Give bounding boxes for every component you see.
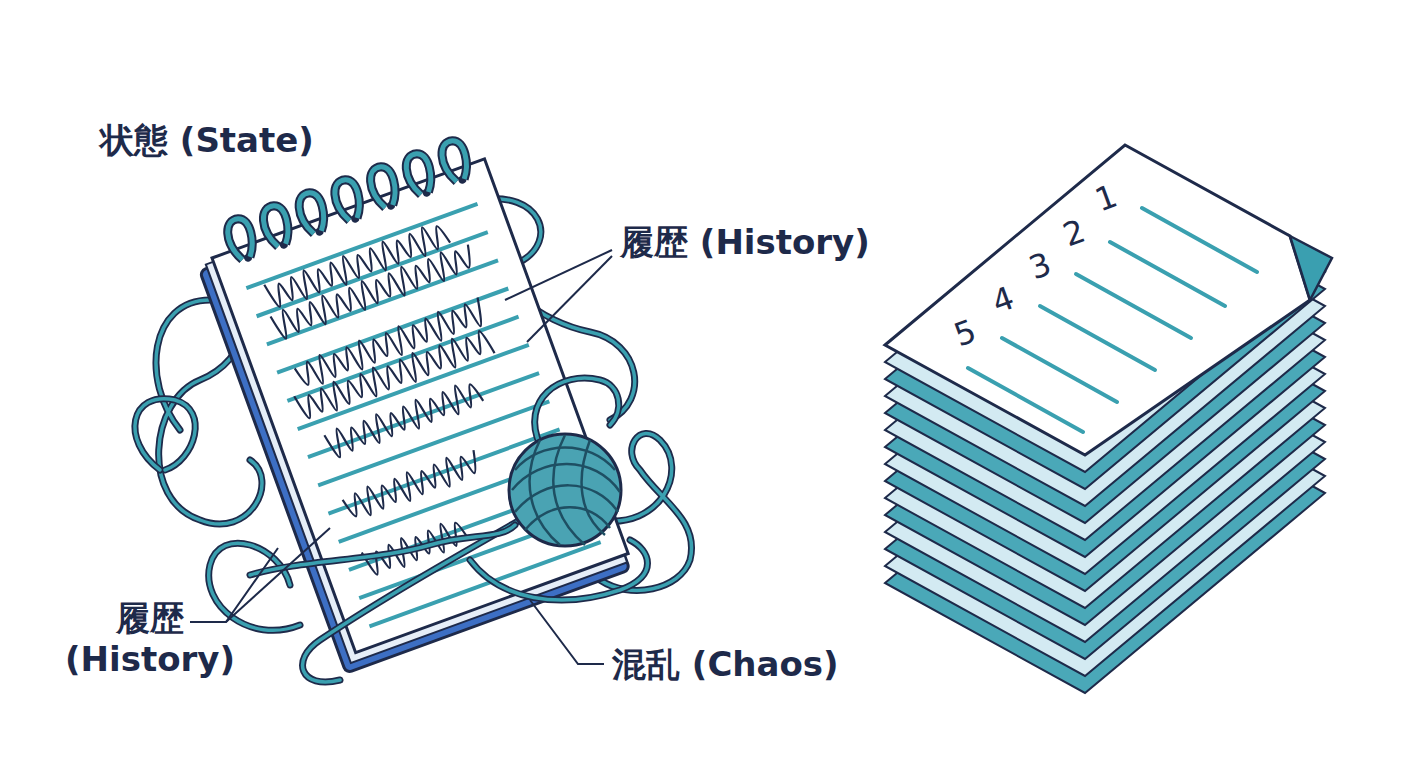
ring	[223, 216, 259, 262]
text-line	[1110, 242, 1225, 306]
text-line	[1142, 208, 1257, 272]
ring	[294, 190, 330, 236]
scribble	[270, 243, 477, 341]
yarn-string	[250, 525, 515, 575]
top-page	[885, 145, 1310, 455]
yarn-string	[470, 540, 648, 600]
ruled-line	[257, 232, 488, 316]
ring	[223, 216, 259, 262]
ring	[437, 138, 473, 184]
ring	[294, 190, 330, 236]
yarn-string	[209, 543, 300, 630]
ring	[402, 151, 438, 197]
text-line	[1076, 274, 1191, 338]
yarn-string	[303, 520, 520, 682]
list-number: 5	[949, 311, 981, 354]
text-line	[1040, 306, 1155, 370]
title-label: 状態 (State)	[100, 120, 400, 161]
paper-stack	[885, 145, 1332, 693]
yarn-string	[135, 399, 195, 470]
yarn-string	[303, 520, 520, 682]
tangled-yarn	[250, 378, 648, 682]
list-number: 4	[987, 278, 1019, 321]
ring	[330, 177, 366, 223]
ring	[259, 203, 295, 249]
ruled-line	[267, 260, 498, 344]
leader-line	[190, 250, 612, 664]
yarn-string	[209, 543, 300, 630]
callout-label: 履歴 (History)	[620, 222, 940, 263]
ring	[366, 164, 402, 210]
list-number: 2	[1058, 211, 1090, 254]
ring	[402, 151, 438, 197]
scribble	[294, 327, 494, 423]
ring	[330, 177, 366, 223]
ruled-line	[277, 288, 508, 372]
callout-label: 履歴 (History)	[50, 598, 250, 680]
ring	[366, 164, 402, 210]
yarn-string	[470, 540, 648, 600]
list-number: 3	[1024, 244, 1056, 287]
text-line	[1002, 338, 1117, 402]
yarn-string	[250, 525, 515, 575]
ruled-line	[308, 373, 539, 457]
ring	[259, 203, 295, 249]
yarn-string	[135, 399, 195, 470]
ring	[437, 138, 473, 184]
list-number: 1	[1090, 176, 1122, 219]
notebook	[187, 132, 633, 673]
scribble	[341, 448, 482, 522]
yarn-ball	[509, 434, 621, 546]
scribble	[324, 378, 485, 459]
text-line	[968, 368, 1083, 432]
callout-label: 混乱 (Chaos)	[612, 644, 912, 685]
folded-corner	[1290, 236, 1332, 300]
ruled-lines	[246, 204, 600, 626]
scribble	[293, 298, 487, 391]
